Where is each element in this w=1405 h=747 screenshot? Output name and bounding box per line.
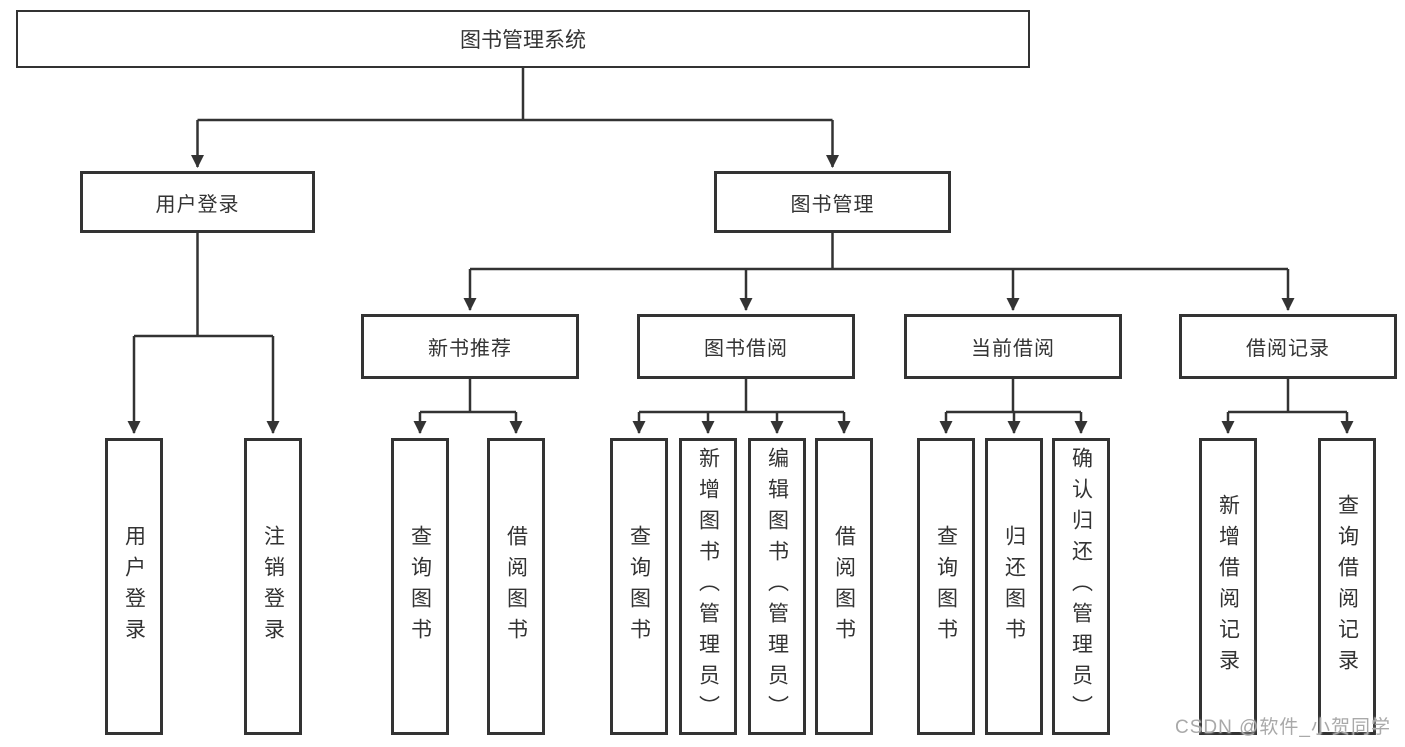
- leaf-label: 新增图书（管理员）: [696, 447, 720, 726]
- node-book-borrowing: 图书借阅: [637, 314, 855, 379]
- leaf-user-login: 用户登录: [105, 438, 163, 735]
- leaf-label: 查询图书: [934, 524, 958, 649]
- leaf-label: 归还图书: [1002, 524, 1026, 649]
- leaf-query-books-recommend: 查询图书: [391, 438, 449, 735]
- leaf-logout: 注销登录: [244, 438, 302, 735]
- leaf-query-books-borrow: 查询图书: [610, 438, 668, 735]
- node-borrowing-records: 借阅记录: [1179, 314, 1397, 379]
- leaf-label: 新增借阅记录: [1216, 493, 1240, 680]
- leaf-borrow-books-recommend: 借阅图书: [487, 438, 545, 735]
- leaf-label: 用户登录: [122, 524, 146, 649]
- leaf-return-book: 归还图书: [985, 438, 1043, 735]
- leaf-label: 注销登录: [261, 524, 285, 649]
- leaf-label: 借阅图书: [832, 524, 856, 649]
- leaf-query-borrow-record: 查询借阅记录: [1318, 438, 1376, 735]
- leaf-label: 查询图书: [627, 524, 651, 649]
- node-current-borrowing: 当前借阅: [904, 314, 1122, 379]
- node-new-book-recommendation: 新书推荐: [361, 314, 579, 379]
- leaf-label: 编辑图书（管理员）: [765, 447, 789, 726]
- leaf-query-books-current: 查询图书: [917, 438, 975, 735]
- node-book-management: 图书管理: [714, 171, 951, 233]
- leaf-borrow-books: 借阅图书: [815, 438, 873, 735]
- leaf-label: 借阅图书: [504, 524, 528, 649]
- leaf-add-borrow-record: 新增借阅记录: [1199, 438, 1257, 735]
- node-library-management-system: 图书管理系统: [16, 10, 1030, 68]
- leaf-add-book-admin: 新增图书（管理员）: [679, 438, 737, 735]
- leaf-label: 确认归还（管理员）: [1069, 447, 1093, 726]
- leaf-confirm-return-admin: 确认归还（管理员）: [1052, 438, 1110, 735]
- watermark: CSDN @软件_小贺同学: [1175, 717, 1391, 738]
- leaf-label: 查询图书: [408, 524, 432, 649]
- node-user-login: 用户登录: [80, 171, 315, 233]
- leaf-edit-book-admin: 编辑图书（管理员）: [748, 438, 806, 735]
- leaf-label: 查询借阅记录: [1335, 493, 1359, 680]
